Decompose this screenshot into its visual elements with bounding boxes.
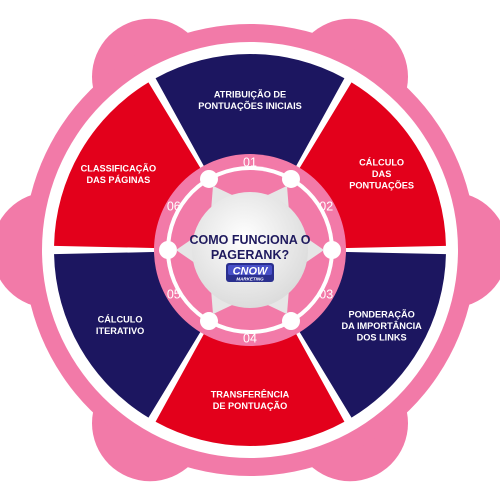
segment-04-label: TRANSFERÊNCIA <box>211 388 290 399</box>
segment-06-label: DAS PÁGINAS <box>86 174 150 185</box>
inner-scallop <box>200 169 218 188</box>
segment-02-label: DAS <box>372 169 391 179</box>
center-spike <box>176 236 196 264</box>
inner-scallop <box>159 241 177 259</box>
logo-subtext: MARKETING <box>236 277 264 282</box>
step-number-06: 06 <box>167 200 181 214</box>
segment-01-label: PONTUAÇÕES INICIAIS <box>198 101 302 111</box>
cnow-logo: CNOW MARKETING <box>226 263 274 282</box>
center-title-line1: COMO FUNCIONA O <box>189 233 310 247</box>
logo-text: CNOW <box>233 266 269 278</box>
segment-02-label: CÁLCULO <box>359 157 404 168</box>
segment-03-label: DOS LINKS <box>357 333 407 343</box>
segment-05-label: CÁLCULO <box>98 313 143 324</box>
segment-01 <box>155 54 345 170</box>
step-number-04: 04 <box>243 332 257 346</box>
segment-04-label: DE PONTUAÇÃO <box>213 401 288 411</box>
segment-01-label: ATRIBUIÇÃO DE <box>214 89 286 99</box>
segment-03-label: PONDERAÇÃO <box>348 310 414 320</box>
segment-04 <box>155 330 345 446</box>
segment-05-label: ITERATIVO <box>96 326 144 336</box>
step-number-01: 01 <box>243 156 257 170</box>
inner-scallop <box>282 312 300 331</box>
center-title-line2: PAGERANK? <box>211 248 289 262</box>
segment-06-label: CLASSIFICAÇÃO <box>81 163 157 173</box>
segment-02-label: PONTUAÇÕES <box>349 181 414 191</box>
step-number-03: 03 <box>319 288 333 302</box>
center-disc: COMO FUNCIONA O PAGERANK? CNOW MARKETING <box>176 185 324 315</box>
segment-03-label: DA IMPORTÂNCIA <box>341 320 422 331</box>
inner-scallop <box>200 312 218 331</box>
step-number-05: 05 <box>167 288 181 302</box>
step-number-02: 02 <box>319 200 333 214</box>
step-numbers: 01 02 03 04 05 06 <box>167 156 333 346</box>
inner-scallop <box>282 169 300 188</box>
inner-scallop <box>323 241 341 259</box>
center-spike <box>304 236 324 264</box>
